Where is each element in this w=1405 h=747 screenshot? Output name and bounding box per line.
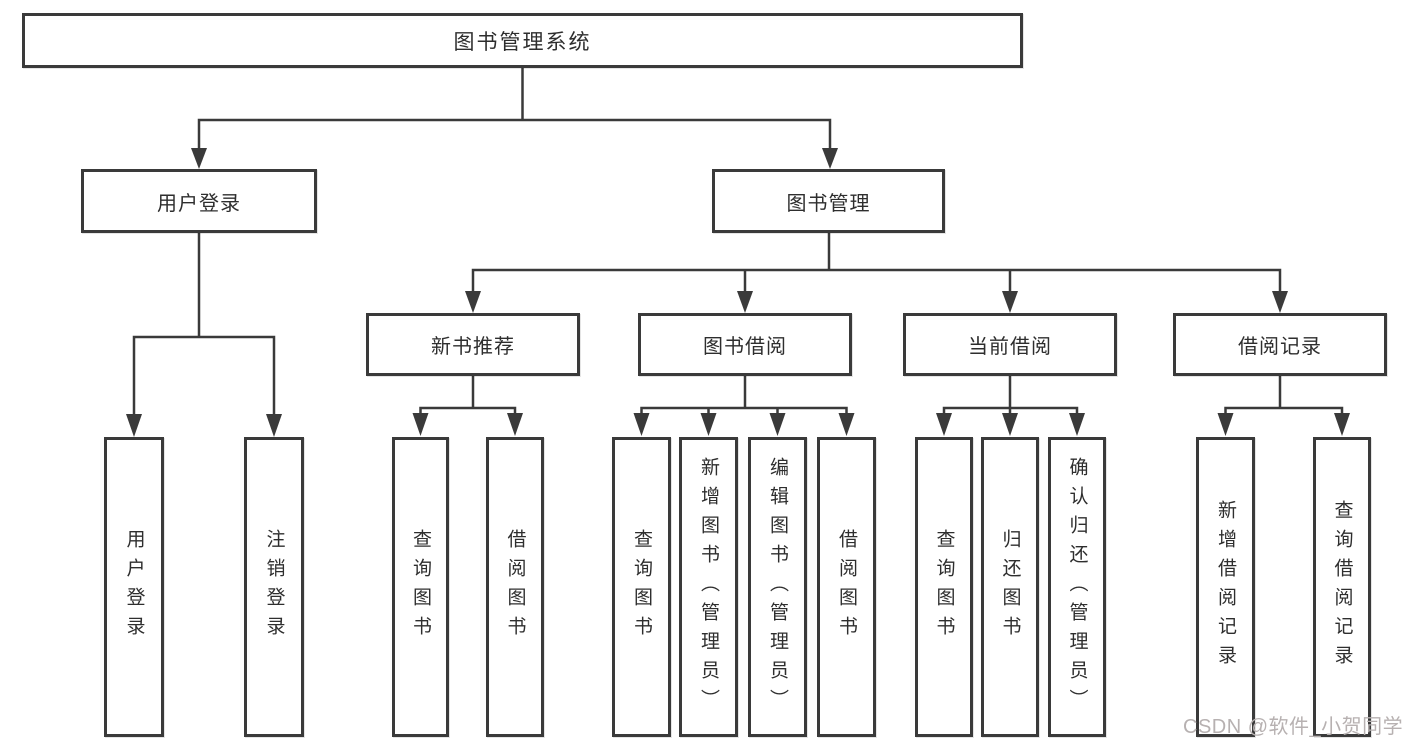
leaf-borrow-query: 查询图书 (612, 437, 671, 737)
leaf-current-return: 归还图书 (981, 437, 1039, 737)
connector-book-mgmt-to-level2 (471, 233, 1282, 297)
leaf-logout-label: 注销登录 (263, 529, 285, 645)
leaf-newbook-query: 查询图书 (392, 437, 449, 737)
leaf-records-add-label: 新增借阅记录 (1215, 500, 1236, 674)
node-borrow-records-label: 借阅记录 (1238, 336, 1322, 358)
leaf-user-login-label: 用户登录 (123, 529, 145, 645)
connector-user-login-to-leaves (132, 233, 276, 420)
node-root-label: 图书管理系统 (453, 30, 592, 54)
leaf-user-login: 用户登录 (104, 437, 164, 737)
connector-book-borrow-to-leaves (640, 376, 848, 420)
node-book-borrow: 图书借阅 (638, 313, 852, 376)
leaf-current-confirm-admin: 确认归还（管理员） (1048, 437, 1106, 737)
leaf-logout: 注销登录 (244, 437, 304, 737)
node-book-management-label: 图书管理 (786, 192, 871, 215)
node-book-management: 图书管理 (712, 169, 945, 233)
connector-root-to-level1 (197, 67, 832, 152)
leaf-current-query: 查询图书 (915, 437, 973, 737)
node-new-book-recommend-label: 新书推荐 (431, 336, 515, 358)
leaf-borrow-add-admin-label: 新增图书（管理员） (698, 456, 719, 718)
node-root-system: 图书管理系统 (22, 13, 1023, 68)
node-user-login: 用户登录 (81, 169, 317, 233)
leaf-current-confirm-admin-label: 确认归还（管理员） (1066, 456, 1088, 718)
connector-borrow-records-to-leaves (1224, 376, 1344, 420)
leaf-records-query-label: 查询借阅记录 (1331, 500, 1353, 674)
node-book-borrow-label: 图书借阅 (703, 336, 787, 358)
leaf-borrow-borrow-label: 借阅图书 (836, 529, 857, 645)
leaf-borrow-edit-admin-label: 编辑图书（管理员） (767, 456, 788, 718)
leaf-records-add: 新增借阅记录 (1196, 437, 1255, 737)
leaf-current-query-label: 查询图书 (933, 529, 955, 645)
arrowheads (126, 148, 1350, 437)
node-current-borrow-label: 当前借阅 (968, 336, 1052, 358)
leaf-newbook-query-label: 查询图书 (410, 529, 431, 645)
node-borrow-records: 借阅记录 (1173, 313, 1387, 376)
leaf-borrow-add-admin: 新增图书（管理员） (679, 437, 738, 737)
node-current-borrow: 当前借阅 (903, 313, 1117, 376)
leaf-borrow-query-label: 查询图书 (631, 529, 652, 645)
node-new-book-recommend: 新书推荐 (366, 313, 580, 376)
leaf-borrow-edit-admin: 编辑图书（管理员） (748, 437, 807, 737)
leaf-borrow-borrow: 借阅图书 (817, 437, 876, 737)
connector-new-books-to-leaves (419, 376, 517, 420)
leaf-newbook-borrow-label: 借阅图书 (504, 529, 526, 645)
watermark: CSDN @软件_小贺同学 (1183, 716, 1404, 738)
leaf-current-return-label: 归还图书 (999, 529, 1021, 645)
leaf-records-query: 查询借阅记录 (1313, 437, 1371, 737)
node-user-login-label: 用户登录 (157, 192, 241, 215)
leaf-newbook-borrow: 借阅图书 (486, 437, 544, 737)
